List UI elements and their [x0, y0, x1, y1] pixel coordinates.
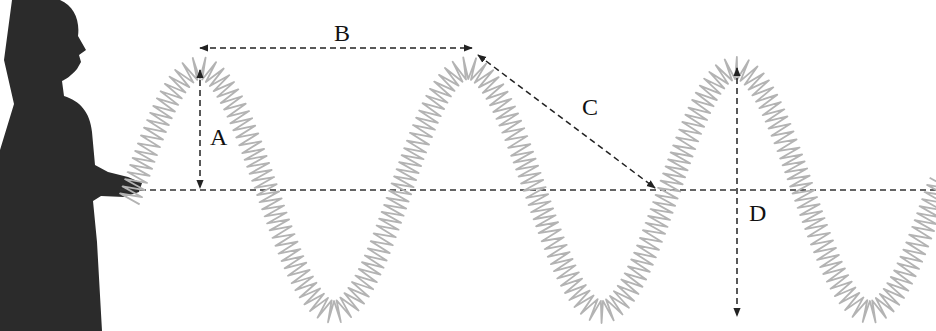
- measure-letter: C: [580, 94, 600, 120]
- measure-letter: D: [747, 200, 768, 226]
- wavelength-arrow: [200, 47, 472, 49]
- spring-coil: [120, 57, 936, 323]
- measure-letter: B: [332, 20, 352, 46]
- slinky-spring: [120, 57, 936, 323]
- measure-letter: A: [208, 124, 229, 150]
- amplitude-arrow: [199, 70, 201, 188]
- height-arrow: [736, 68, 738, 316]
- woman-silhouette: [0, 0, 142, 331]
- measure-arrows: [200, 48, 737, 316]
- diagonal-arrow: [478, 55, 655, 188]
